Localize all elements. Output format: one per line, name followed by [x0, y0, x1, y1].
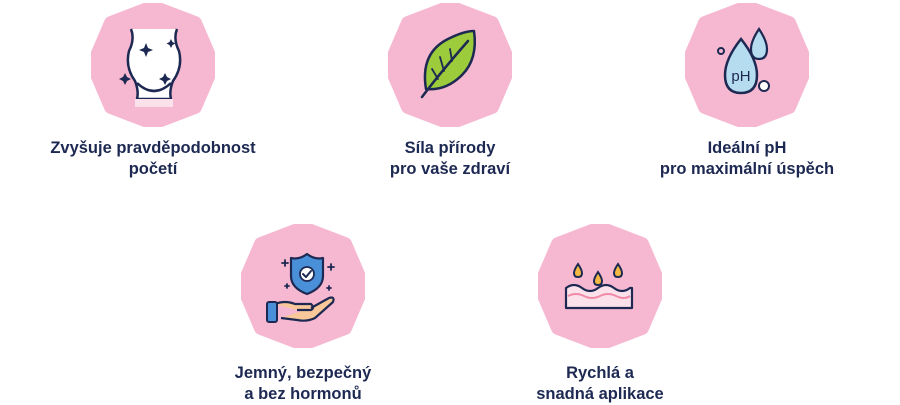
svg-text:pH: pH	[731, 68, 750, 85]
label-line: Rychlá a	[566, 364, 634, 382]
label-line: Jemný, bezpečný	[234, 364, 372, 382]
label-line: pro maximální úspěch	[659, 160, 835, 178]
label-line: početí	[128, 160, 178, 178]
label-line: Síla přírody	[404, 139, 496, 157]
badge	[91, 3, 215, 127]
badge	[538, 224, 662, 348]
feature-label: Rychlá a snadná aplikace	[450, 363, 750, 405]
leaf-icon	[388, 3, 512, 127]
label-line: snadná aplikace	[536, 385, 664, 403]
badge	[388, 3, 512, 127]
body-silhouette-icon	[91, 3, 215, 127]
badge: pH	[685, 3, 809, 127]
feature-label: Zvyšuje pravděpodobnost početí	[3, 138, 303, 180]
feature-label: Jemný, bezpečný a bez hormonů	[153, 363, 453, 405]
feature-label: Ideální pH pro maximální úspěch	[597, 138, 897, 180]
label-line: Ideální pH	[707, 139, 787, 157]
shield-hand-icon	[241, 224, 365, 348]
feature-label: Síla přírody pro vaše zdraví	[300, 138, 600, 180]
label-line: pro vaše zdraví	[389, 160, 511, 178]
ph-drop-icon: pH	[685, 3, 809, 127]
label-line: Zvyšuje pravděpodobnost	[50, 139, 256, 157]
absorption-layer-icon	[538, 224, 662, 348]
label-line: a bez hormonů	[244, 385, 362, 403]
badge	[241, 224, 365, 348]
